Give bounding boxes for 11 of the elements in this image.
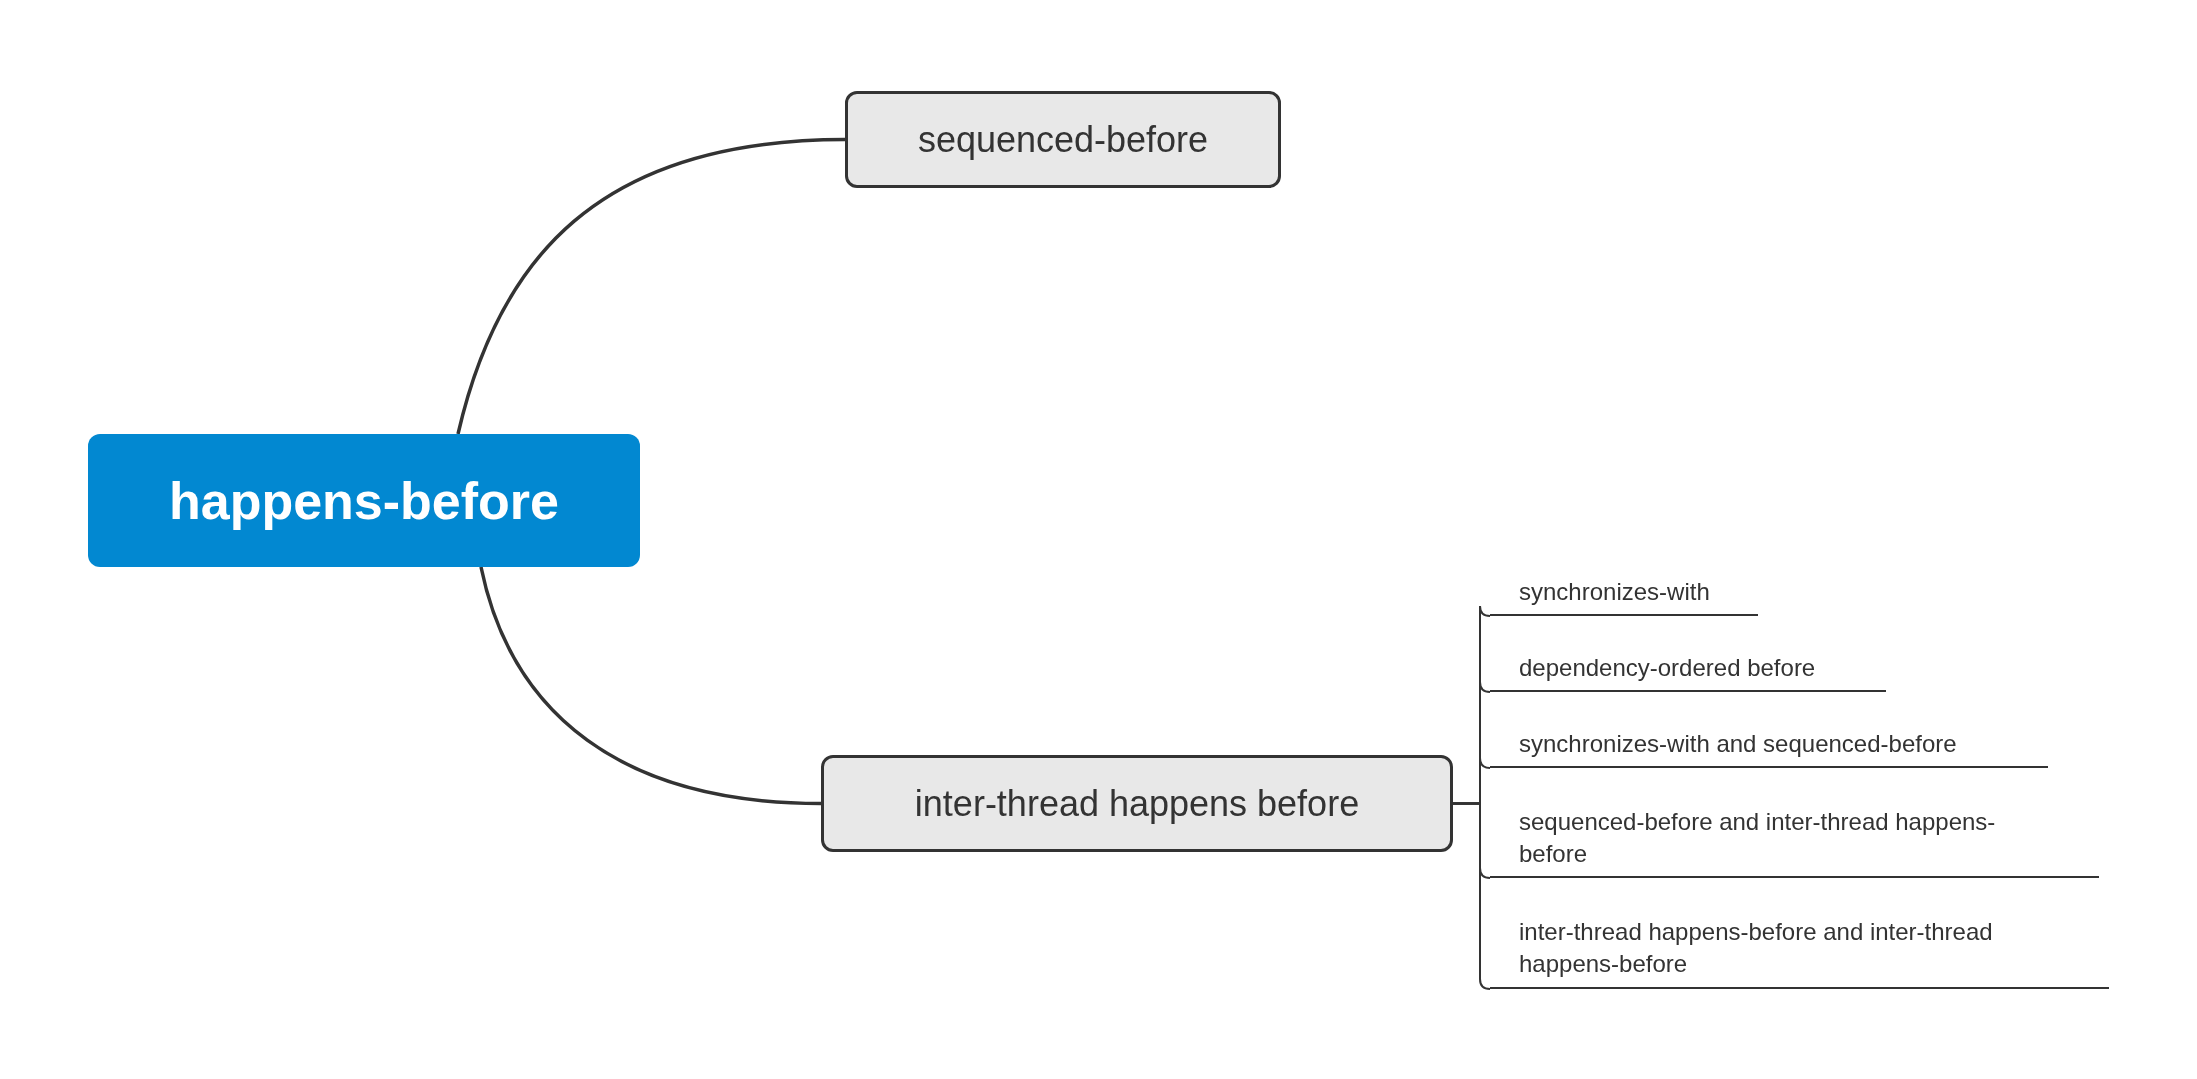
subtopic-text: synchronizes-with (1490, 570, 1758, 616)
subtopic-text: inter-thread happens-before and inter-thread happens-before (1490, 910, 2109, 989)
subtopic-text: sequenced-before and inter-thread happens-before (1490, 800, 2099, 878)
topic-box: sequenced-before (845, 91, 1281, 188)
subtopic-text: synchronizes-with and sequenced-before (1490, 722, 2048, 768)
connector-line (1452, 802, 1491, 990)
central-topic-box: happens-before (88, 434, 640, 567)
connector-line (456, 137, 846, 435)
subtopic-text: dependency-ordered before (1490, 646, 1886, 692)
topic-box: inter-thread happens before (821, 755, 1453, 852)
connector-line (479, 566, 822, 806)
